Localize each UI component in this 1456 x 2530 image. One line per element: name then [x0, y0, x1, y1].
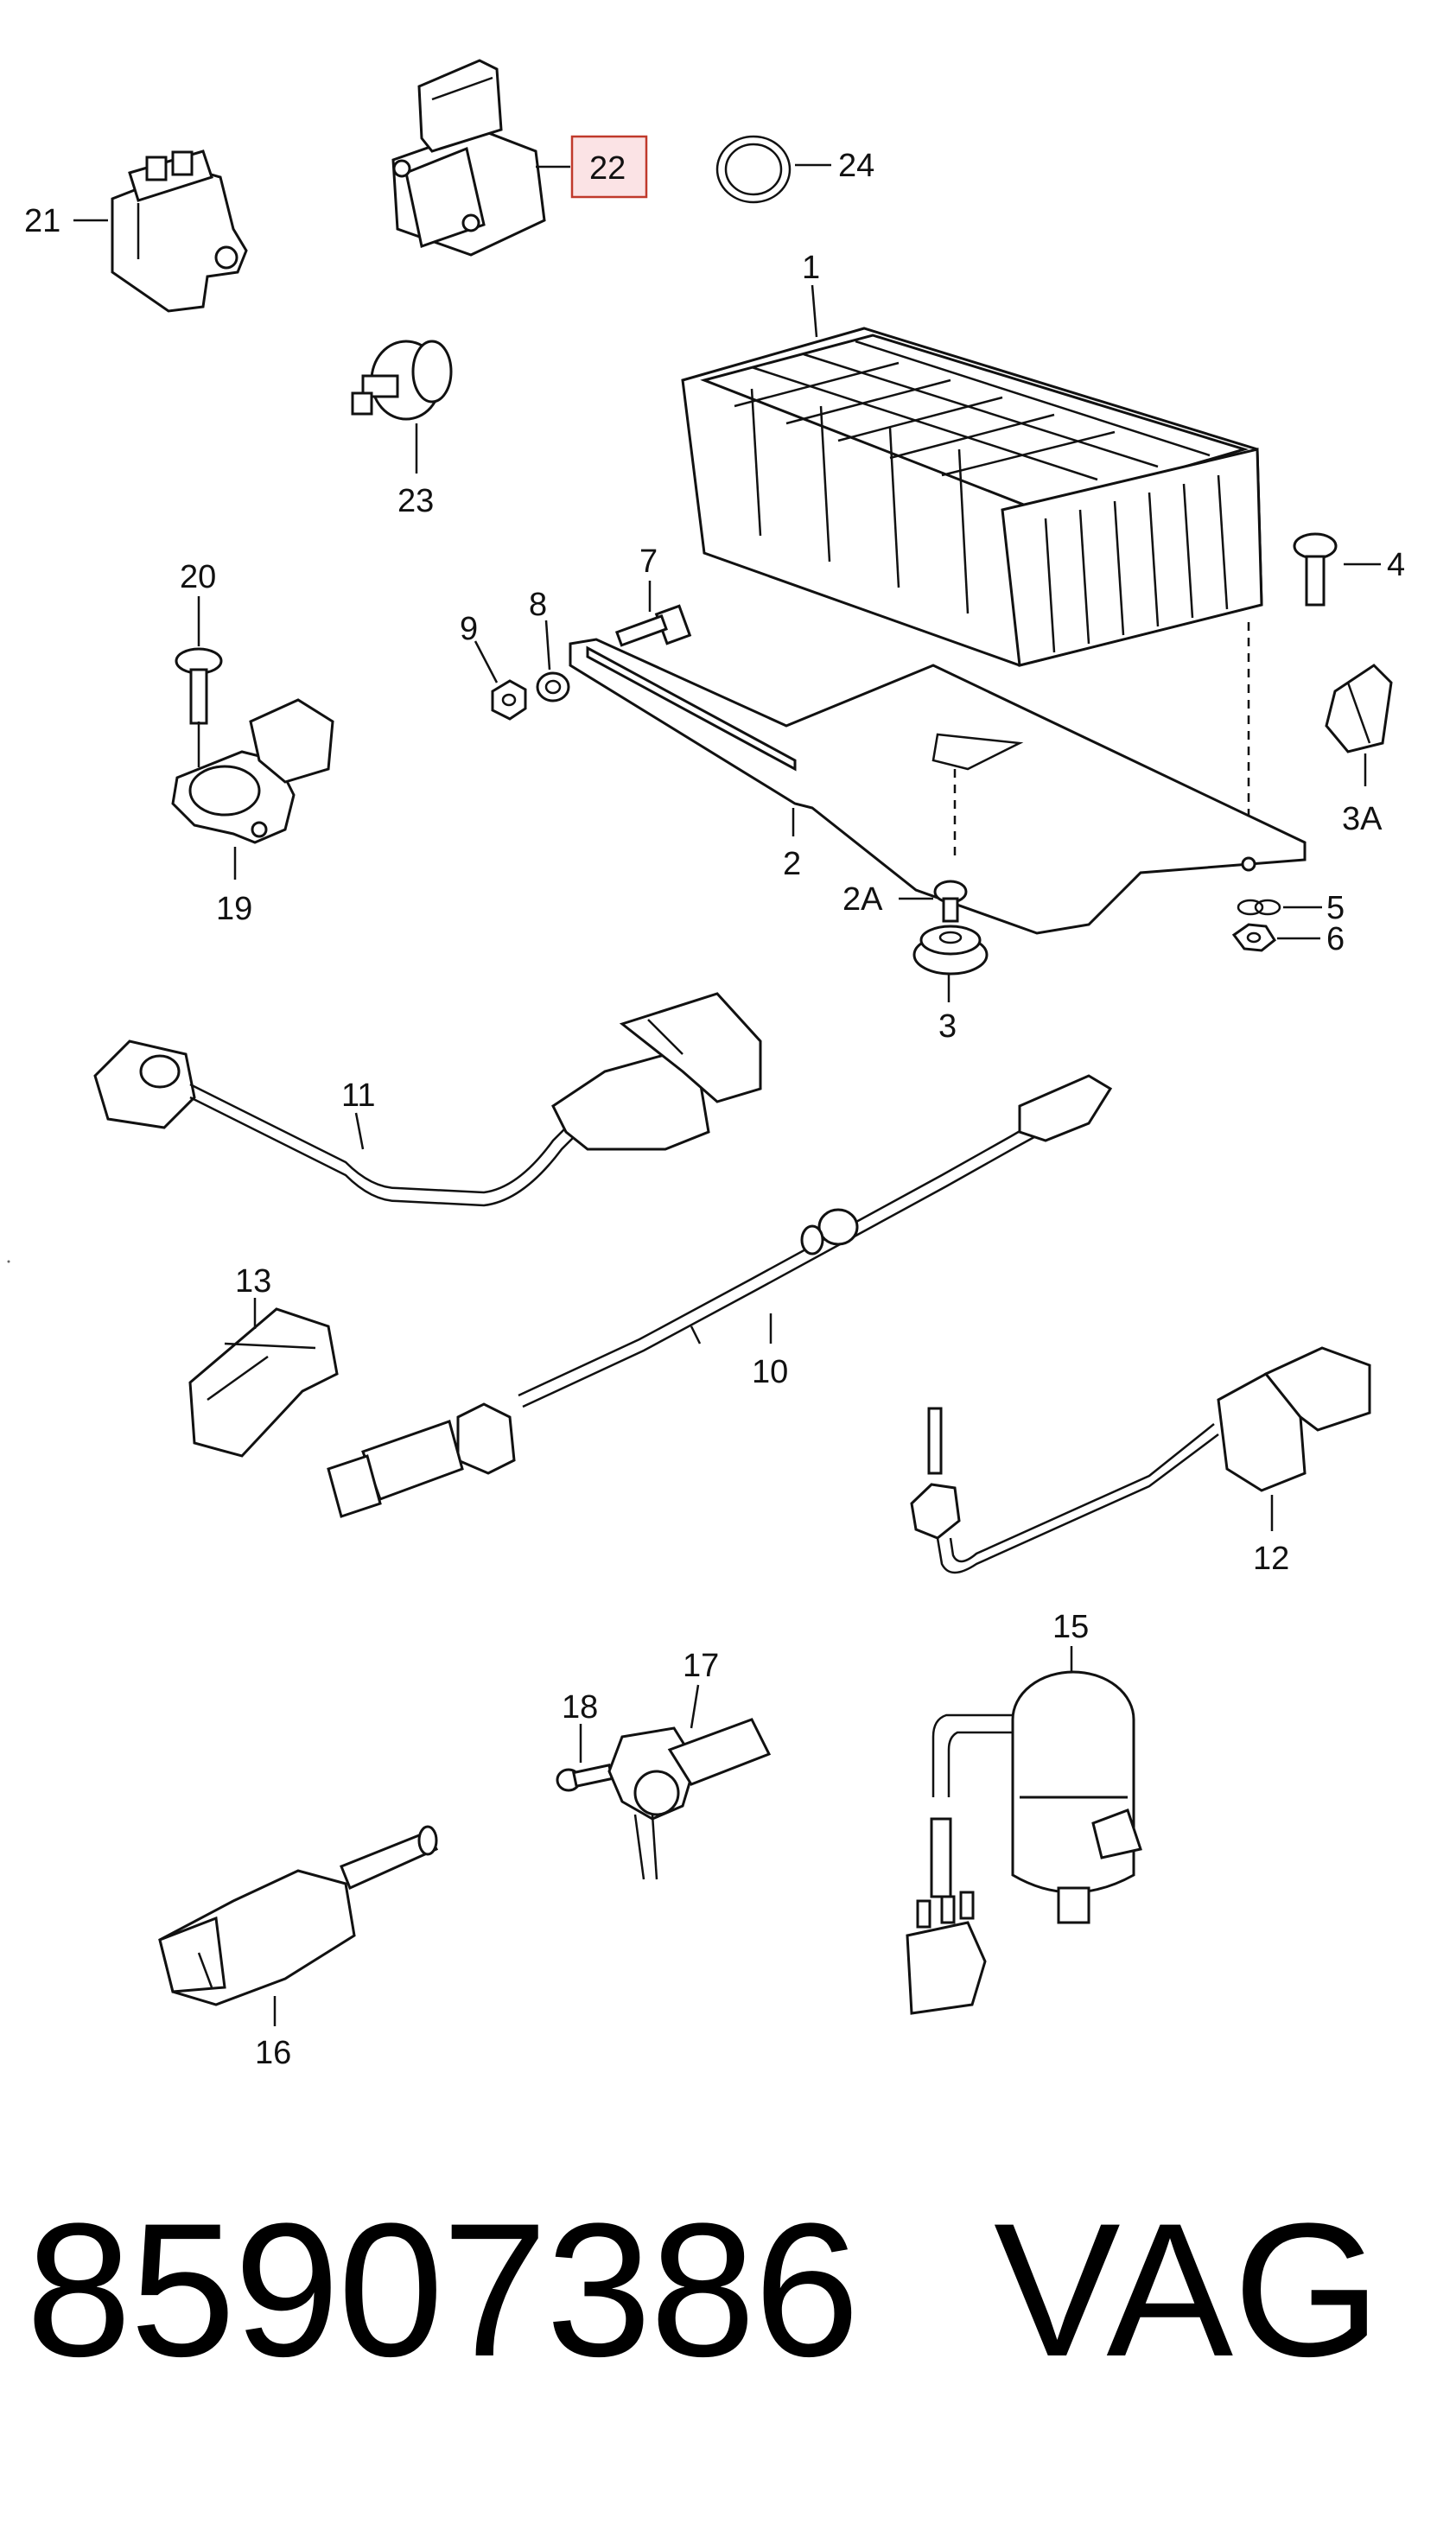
- callout-2a: 2A: [842, 881, 883, 918]
- part-20-screw: [175, 647, 223, 725]
- callout-3: 3: [938, 1008, 957, 1045]
- leader-9: [474, 640, 499, 683]
- callout-11: 11: [341, 1077, 375, 1114]
- callout-16: 16: [255, 2035, 291, 2071]
- callout-4: 4: [1387, 547, 1405, 583]
- callout-12: 12: [1253, 1541, 1289, 1577]
- part-number: 85907386: [26, 2184, 860, 2396]
- part-11-sensor-cable: [93, 992, 762, 1207]
- part-22-sensor: [391, 59, 546, 257]
- part-24-o-ring: [715, 135, 792, 204]
- part-9-nut: [491, 679, 527, 721]
- callout-20: 20: [180, 559, 216, 595]
- callout-18: 18: [562, 1689, 598, 1726]
- part-4-screw: [1293, 532, 1338, 607]
- part-18-screw: [556, 1764, 614, 1792]
- callout-1: 1: [802, 250, 820, 286]
- callout-10: 10: [752, 1354, 788, 1390]
- part-2a-pin: [933, 880, 968, 923]
- callout-22-highlight: [570, 135, 648, 199]
- callout-9: 9: [460, 611, 478, 647]
- callout-5: 5: [1326, 890, 1345, 926]
- stray-dot: [7, 1260, 10, 1263]
- part-5-washer: [1237, 899, 1281, 916]
- leader-11: [354, 1112, 365, 1150]
- leader-8: [544, 620, 551, 671]
- callout-17: 17: [683, 1648, 719, 1684]
- part-13-bracket: [188, 1307, 339, 1458]
- part-19-sensor: [171, 698, 334, 844]
- callout-23: 23: [397, 483, 434, 519]
- callout-22: 22: [589, 150, 626, 187]
- leader-17: [690, 1684, 700, 1729]
- callout-13: 13: [235, 1263, 271, 1300]
- part-21-connector: [111, 149, 248, 313]
- part-17-speed-sensor: [607, 1718, 772, 1880]
- callout-2: 2: [783, 846, 801, 882]
- part-1-control-unit: [681, 327, 1263, 667]
- callout-7: 7: [639, 544, 658, 580]
- callout-21: 21: [24, 203, 60, 239]
- exploded-parts-diagram: 21 22 24 23: [7, 59, 1405, 2071]
- callout-24: 24: [838, 148, 874, 184]
- part-3-grommet: [912, 925, 989, 976]
- part-12-temp-sensor: [910, 1346, 1371, 1574]
- part-2-bracket: [569, 638, 1307, 935]
- callout-8: 8: [529, 587, 547, 623]
- part-23-pressure-sensor: [351, 340, 453, 421]
- callout-6: 6: [1326, 921, 1345, 957]
- part-7-bolt: [614, 604, 692, 647]
- part-8-washer: [536, 671, 570, 702]
- brand-name: VAG: [994, 2184, 1382, 2396]
- leader-1: [811, 284, 818, 338]
- part-10-lambda-sensor: [327, 1074, 1113, 1518]
- callout-3a: 3A: [1342, 801, 1383, 837]
- callout-19: 19: [216, 891, 252, 927]
- footer: 85907386 VAG: [0, 2177, 1456, 2419]
- part-15-valve: [906, 1670, 1142, 2015]
- part-16-switch: [158, 1825, 439, 2006]
- callout-15: 15: [1052, 1609, 1089, 1645]
- part-3a-clip: [1325, 664, 1393, 753]
- part-6-nut: [1231, 923, 1276, 952]
